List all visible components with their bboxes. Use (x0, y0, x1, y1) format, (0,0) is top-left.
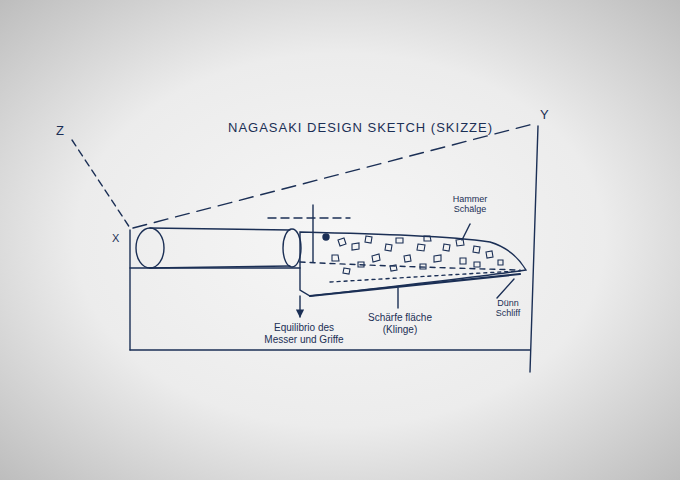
axis-label: X (112, 232, 132, 245)
part-label: Hammer Schälge (440, 194, 500, 215)
leader-line (299, 296, 300, 317)
hammer-marks (332, 236, 503, 274)
blade (300, 232, 526, 296)
leader-line (397, 288, 398, 308)
balance-axis (268, 217, 350, 218)
axis-label: Z (56, 124, 76, 139)
grind-line (300, 262, 520, 270)
part-label: Equilibrio des Messer und Griffe (262, 322, 346, 345)
y-axis (133, 124, 533, 228)
part-label: Schärfe fläche (Klinge) (352, 312, 448, 335)
part-label: Dünn Schliff (486, 298, 530, 319)
axis-label: Y (540, 108, 560, 123)
cutting-edge (310, 274, 520, 296)
bolster (283, 229, 301, 267)
leader-line (497, 279, 514, 298)
z-axis (72, 140, 130, 228)
leader-line (462, 224, 470, 240)
balance-axis (312, 205, 313, 262)
handle (150, 228, 290, 268)
frame-left (129, 230, 130, 350)
sketch-title: NAGASAKI DESIGN SKETCH (SKIZZE) (228, 121, 493, 136)
handle-end (136, 228, 164, 268)
rivet (323, 234, 329, 240)
frame-right (530, 126, 538, 372)
frame-bottom (130, 349, 530, 350)
